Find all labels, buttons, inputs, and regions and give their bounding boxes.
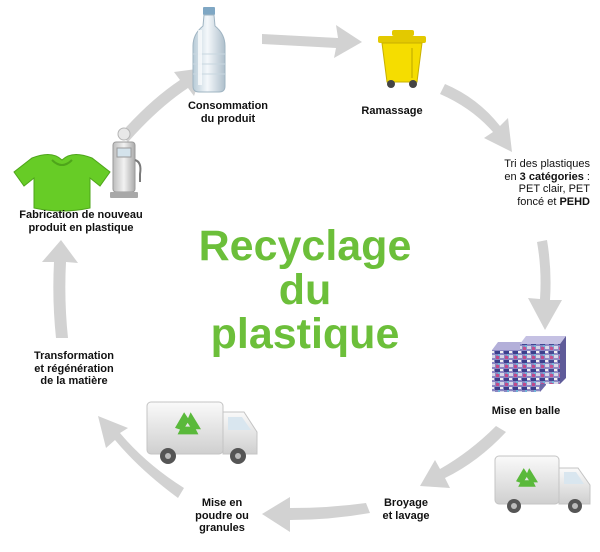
poudre-line-3: granules bbox=[199, 522, 245, 534]
step-label-ramassage: Ramassage bbox=[356, 105, 428, 118]
arrow-poudre-to-transformation bbox=[98, 416, 184, 498]
title-line-2: du bbox=[278, 266, 332, 314]
transformation-line-2: et régénération bbox=[34, 362, 114, 375]
arrow-tri-to-balle bbox=[528, 240, 562, 330]
transformation-line-1: Transformation bbox=[33, 350, 115, 362]
arrow-balle-to-broyage bbox=[420, 426, 506, 488]
tri-line-1: Tri des plastiques bbox=[504, 158, 590, 170]
step-label-consommation: Consommation du produit bbox=[178, 100, 278, 125]
step-label-transformation: Transformation et régénération de la mat… bbox=[22, 350, 126, 388]
diagram-title: Recyclage du plastique bbox=[150, 224, 460, 356]
fabrication-line-2: produit en plastique bbox=[28, 221, 134, 234]
bin-icon bbox=[378, 30, 426, 88]
step-label-mise-en-poudre: Mise en poudre ou granules bbox=[186, 497, 258, 535]
tri-line-2-bold: 3 catégories bbox=[519, 170, 584, 183]
step-label-mise-en-balle: Mise en balle bbox=[478, 405, 574, 418]
tri-line-4-prefix: foncé et bbox=[517, 195, 560, 208]
arrow-ramassage-to-tri bbox=[440, 84, 512, 152]
tri-line-3: PET clair, PET bbox=[518, 183, 590, 195]
consommation-line-2: du produit bbox=[200, 112, 256, 125]
arrow-consommation-to-ramassage bbox=[262, 25, 362, 58]
fabrication-line-1: Fabrication de nouveau bbox=[19, 209, 143, 221]
title-line-1: Recyclage bbox=[198, 222, 412, 270]
step-label-broyage: Broyage et lavage bbox=[372, 497, 440, 522]
tri-line-4-bold: PEHD bbox=[559, 195, 590, 208]
arrow-fabrication-to-consommation bbox=[120, 68, 204, 142]
bottle-icon bbox=[192, 7, 226, 93]
broyage-line-1: Broyage bbox=[383, 497, 429, 509]
broyage-line-2: et lavage bbox=[382, 509, 430, 522]
cycle-arrows bbox=[42, 25, 562, 532]
title-line-3: plastique bbox=[210, 310, 400, 358]
arrow-transformation-to-fabrication bbox=[42, 240, 78, 338]
consommation-line-1: Consommation bbox=[187, 100, 269, 112]
tri-line-2-suffix: : bbox=[583, 170, 590, 183]
ramassage-text: Ramassage bbox=[361, 105, 423, 117]
mise-en-balle-text: Mise en balle bbox=[491, 405, 561, 417]
fuel-pump-icon bbox=[110, 127, 142, 198]
arrow-broyage-to-poudre bbox=[262, 497, 370, 532]
truck-icon bbox=[146, 401, 258, 464]
truck-icon bbox=[494, 455, 591, 513]
bales-icon bbox=[492, 336, 566, 392]
tri-line-2-prefix: en bbox=[504, 170, 520, 183]
transformation-line-3: de la matière bbox=[40, 375, 108, 387]
poudre-line-1: Mise en bbox=[201, 497, 243, 509]
step-label-tri: Tri des plastiques en 3 catégories : PET… bbox=[452, 158, 590, 208]
poudre-line-2: poudre ou bbox=[195, 509, 249, 522]
shirt-icon bbox=[13, 154, 111, 212]
step-label-fabrication: Fabrication de nouveau produit en plasti… bbox=[6, 209, 156, 234]
